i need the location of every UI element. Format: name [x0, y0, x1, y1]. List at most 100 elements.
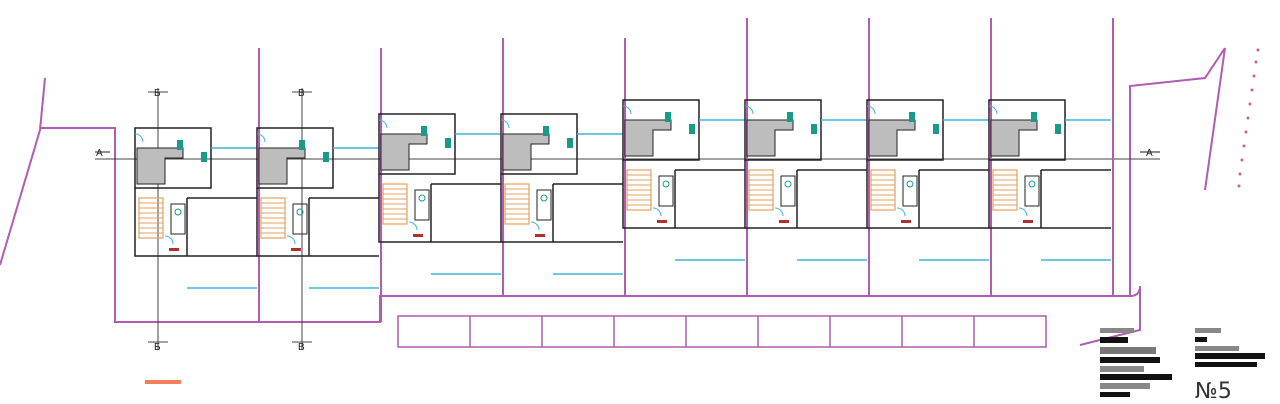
- unit-7: [866, 18, 992, 296]
- sink-fixture: [811, 124, 817, 134]
- kitchen-fixture: [177, 140, 183, 150]
- outline-bottom: [180, 285, 1141, 346]
- lower-walls: [500, 174, 623, 243]
- site-outline: [0, 47, 1226, 346]
- sink-fixture: [689, 124, 695, 134]
- floor-fill: [990, 119, 1038, 157]
- hedge-dots: [1237, 48, 1260, 188]
- entry-mat: [535, 234, 545, 237]
- townhouse-units: [134, 18, 1114, 322]
- entry-mat: [779, 220, 789, 223]
- bathroom: [414, 189, 430, 221]
- lower-walls: [256, 188, 379, 257]
- section-a-left-label: A: [96, 148, 103, 159]
- bathroom: [1024, 175, 1040, 207]
- floor-fill: [380, 133, 428, 171]
- door-arc: [774, 207, 784, 217]
- bathroom: [780, 175, 796, 207]
- door-arc-upper: [500, 119, 510, 129]
- floor-fill: [136, 147, 184, 185]
- lower-walls: [134, 188, 257, 257]
- lower-walls: [866, 160, 989, 229]
- lower-walls: [988, 160, 1111, 229]
- sink-fixture: [201, 152, 207, 162]
- floor-fill: [502, 133, 550, 171]
- section-a-right-label: A: [1146, 148, 1153, 159]
- floor-fill: [868, 119, 916, 157]
- lower-walls: [744, 160, 867, 229]
- outline-right: [1129, 47, 1226, 296]
- section-b-bottom-label: Б: [154, 342, 161, 353]
- toilet-fixture: [418, 194, 426, 202]
- upper-room: [500, 113, 578, 175]
- toilet-fixture: [174, 208, 182, 216]
- section-v-top-label: В: [298, 88, 305, 99]
- door-arc: [408, 221, 418, 231]
- sink-fixture: [933, 124, 939, 134]
- floor-fill: [746, 119, 794, 157]
- bathroom: [292, 203, 308, 235]
- scale-bar: [145, 380, 181, 384]
- upper-room: [988, 99, 1066, 161]
- door-arc-upper: [866, 105, 876, 115]
- unit-8: [988, 18, 1114, 296]
- outline-left-diagonal: [0, 77, 46, 266]
- kitchen-fixture: [665, 112, 671, 122]
- parking-row: [397, 315, 1047, 348]
- door-arc-upper: [378, 119, 388, 129]
- door-arc: [652, 207, 662, 217]
- section-vertical-lines: [148, 88, 312, 350]
- outline-left-top: [40, 127, 180, 323]
- toilet-fixture: [906, 180, 914, 188]
- bathroom: [658, 175, 674, 207]
- floor-fill: [258, 147, 306, 185]
- sink-fixture: [1055, 124, 1061, 134]
- door-arc-upper: [256, 133, 266, 143]
- bathroom: [536, 189, 552, 221]
- section-b-top-label: Б: [154, 88, 161, 99]
- upper-room: [744, 99, 822, 161]
- sink-fixture: [567, 138, 573, 148]
- unit-3: [378, 38, 504, 296]
- upper-room: [256, 127, 334, 189]
- door-arc-upper: [622, 105, 632, 115]
- kitchen-fixture: [909, 112, 915, 122]
- door-arc: [286, 235, 296, 245]
- kitchen-fixture: [787, 112, 793, 122]
- parking-strip: [397, 315, 1047, 348]
- entry-mat: [901, 220, 911, 223]
- floor-fill: [624, 119, 672, 157]
- kitchen-fixture: [1031, 112, 1037, 122]
- outline-right-diagonal: [1204, 47, 1226, 191]
- toilet-fixture: [784, 180, 792, 188]
- unit-5: [622, 18, 748, 296]
- upper-room: [622, 99, 700, 161]
- door-arc: [164, 235, 174, 245]
- section-v-bottom-label: В: [298, 342, 305, 353]
- toilet-fixture: [662, 180, 670, 188]
- entry-mat: [169, 248, 179, 251]
- door-arc-upper: [744, 105, 754, 115]
- toilet-fixture: [296, 208, 304, 216]
- unit-1: [134, 48, 260, 322]
- upper-room: [134, 127, 212, 189]
- entry-mat: [291, 248, 301, 251]
- unit-4: [500, 38, 626, 296]
- door-arc-upper: [988, 105, 998, 115]
- lower-walls: [378, 174, 501, 243]
- door-arc: [896, 207, 906, 217]
- bathroom: [170, 203, 186, 235]
- kitchen-fixture: [543, 126, 549, 136]
- toilet-fixture: [1028, 180, 1036, 188]
- door-arc: [1018, 207, 1028, 217]
- legend-blocks: [1100, 328, 1265, 397]
- entry-mat: [657, 220, 667, 223]
- sink-fixture: [445, 138, 451, 148]
- sheet-number: №5: [1195, 379, 1232, 404]
- unit-2: [256, 48, 382, 322]
- unit-6: [744, 18, 870, 296]
- toilet-fixture: [540, 194, 548, 202]
- door-arc: [530, 221, 540, 231]
- upper-room: [866, 99, 944, 161]
